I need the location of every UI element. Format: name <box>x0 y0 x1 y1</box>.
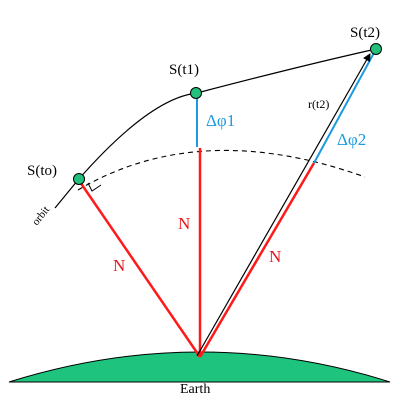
r-t2-arrow <box>196 53 371 357</box>
n-line-right <box>198 162 316 358</box>
satellite-point-t2 <box>370 43 382 55</box>
label-delta-phi1: Δφ1 <box>206 111 235 130</box>
satellite-point-t1 <box>190 87 202 99</box>
label-n-left: N <box>113 256 125 275</box>
right-angle-marker <box>87 182 102 192</box>
n-line-left <box>76 178 202 358</box>
label-s-t1: S(t1) <box>169 62 199 78</box>
label-earth: Earth <box>180 382 210 397</box>
label-orbit: orbit <box>30 204 52 228</box>
label-s-t0: S(to) <box>27 163 57 179</box>
label-s-t2: S(t2) <box>350 25 380 41</box>
delta-phi2-line <box>313 50 376 164</box>
label-n-middle: N <box>178 214 190 233</box>
reference-arc-dashed <box>77 149 366 191</box>
label-r-t2: r(t2) <box>308 97 329 111</box>
satellite-point-t0 <box>73 173 85 185</box>
label-n-right: N <box>269 247 281 266</box>
label-delta-phi2: Δφ2 <box>337 130 366 149</box>
earth-surface <box>8 351 391 383</box>
